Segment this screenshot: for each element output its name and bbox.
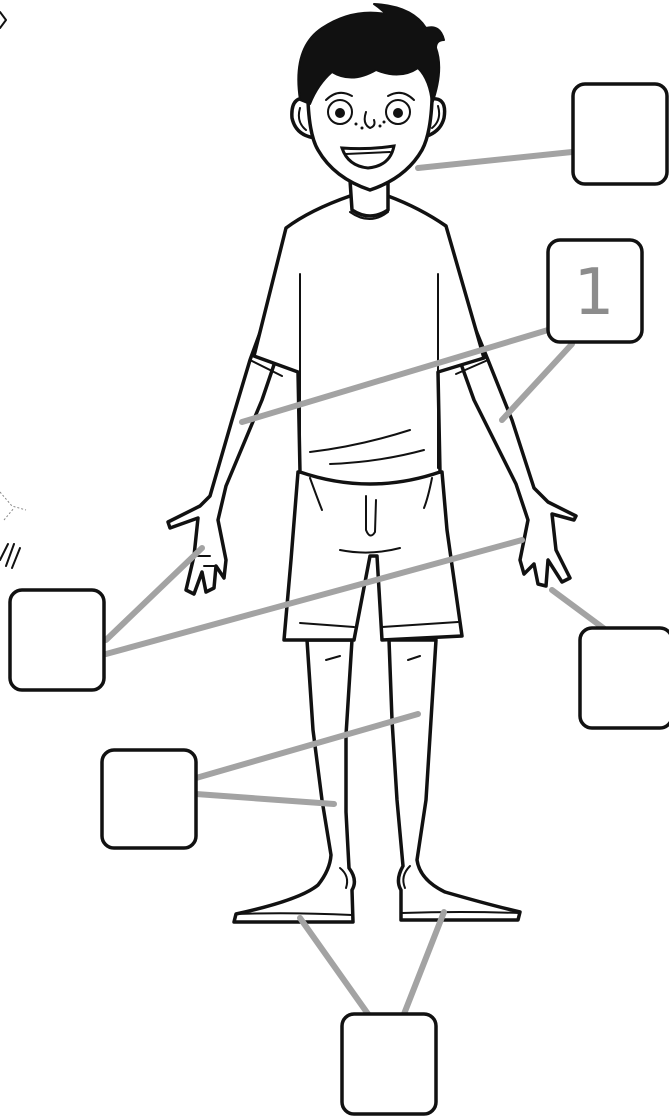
cropped-left-fragments bbox=[0, 12, 26, 568]
leader-line-arm-right bbox=[502, 344, 572, 420]
label-box-feet[interactable] bbox=[342, 1014, 436, 1114]
shorts bbox=[284, 472, 462, 640]
label-box-chin[interactable] bbox=[573, 84, 667, 184]
left-leg bbox=[234, 640, 354, 922]
leader-line-hand-left bbox=[106, 548, 202, 640]
leader-line-leg-left bbox=[196, 794, 334, 804]
leader-line-foot-left bbox=[300, 918, 368, 1014]
label-box-right-hand[interactable] bbox=[10, 590, 104, 690]
leader-line-hand-right bbox=[552, 590, 606, 630]
leader-line-chin bbox=[418, 152, 572, 168]
label-box-arm[interactable]: 1 bbox=[548, 240, 642, 342]
leader-line-leg-right bbox=[196, 714, 418, 778]
label-box-legs[interactable] bbox=[102, 750, 196, 848]
boy-illustration bbox=[168, 4, 576, 922]
label-number-arm: 1 bbox=[574, 256, 615, 330]
label-box-left-hand[interactable] bbox=[580, 628, 669, 728]
leader-line-foot-right bbox=[404, 912, 444, 1014]
right-leg bbox=[389, 640, 520, 920]
